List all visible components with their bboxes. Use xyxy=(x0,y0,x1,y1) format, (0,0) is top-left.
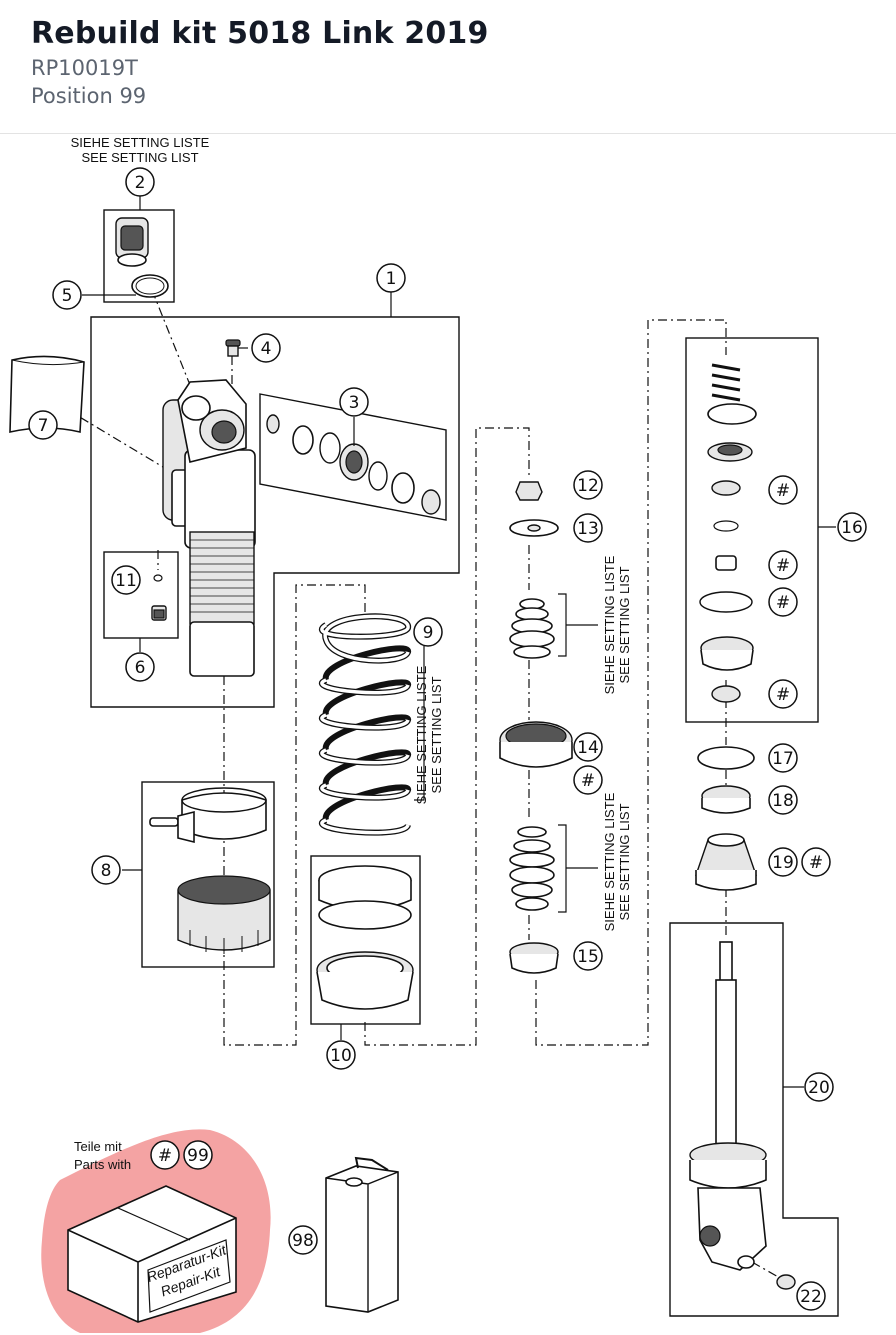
svg-text:6: 6 xyxy=(135,658,146,678)
callout-22[interactable]: 22 xyxy=(796,1281,826,1311)
callout-2[interactable]: 2 xyxy=(125,167,155,197)
callout-13[interactable]: 13 xyxy=(573,513,603,543)
svg-text:#: # xyxy=(158,1146,172,1166)
note-parts-en: Parts with xyxy=(74,1157,131,1172)
note-setting-en-spring: SEE SETTING LIST xyxy=(429,676,444,793)
note-setting-en-top: SEE SETTING LIST xyxy=(81,150,198,165)
svg-text:10: 10 xyxy=(330,1046,352,1066)
part-2-cartridge xyxy=(115,217,169,298)
svg-text:2: 2 xyxy=(135,173,146,193)
svg-text:14: 14 xyxy=(577,738,599,758)
svg-text:1: 1 xyxy=(386,269,397,289)
part-3-seals xyxy=(266,414,441,515)
part-11-6-small-parts xyxy=(151,574,167,621)
callout-7[interactable]: 7 xyxy=(28,410,58,440)
note-setting-de-stack-upper: SIEHE SETTING LISTE xyxy=(602,555,617,694)
part-98-oil-can xyxy=(325,1156,399,1313)
svg-text:9: 9 xyxy=(423,623,434,643)
callout-98[interactable]: 98 xyxy=(288,1225,318,1255)
svg-text:8: 8 xyxy=(101,861,112,881)
callout-hash-19[interactable]: # xyxy=(801,847,831,877)
assembly-frames xyxy=(90,209,839,1317)
assembly-axes xyxy=(47,289,781,1279)
svg-text:#: # xyxy=(776,481,790,501)
part-10-spring-seats xyxy=(316,865,414,1010)
callout-hash-16d[interactable]: # xyxy=(768,679,798,709)
svg-text:#: # xyxy=(776,685,790,705)
svg-text:18: 18 xyxy=(772,791,794,811)
part-number: RP10019T xyxy=(31,56,138,80)
callout-19[interactable]: 19 xyxy=(768,847,798,877)
svg-text:3: 3 xyxy=(349,393,360,413)
svg-text:13: 13 xyxy=(577,519,599,539)
part-7-sleeve xyxy=(9,355,85,434)
svg-text:15: 15 xyxy=(577,947,599,967)
note-parts-de: Teile mit xyxy=(74,1139,122,1154)
svg-text:20: 20 xyxy=(808,1078,830,1098)
note-setting-de-top: SIEHE SETTING LISTE xyxy=(71,135,210,150)
page-header: Rebuild kit 5018 Link 2019 RP10019T Posi… xyxy=(0,0,896,134)
parts-17-19 xyxy=(695,746,757,891)
note-setting-de-stack-lower: SIEHE SETTING LISTE xyxy=(602,792,617,931)
svg-text:22: 22 xyxy=(800,1287,822,1307)
callout-6[interactable]: 6 xyxy=(125,652,155,682)
svg-text:#: # xyxy=(776,593,790,613)
callout-1[interactable]: 1 xyxy=(376,263,406,293)
page-title: Rebuild kit 5018 Link 2019 xyxy=(31,16,489,51)
svg-text:98: 98 xyxy=(292,1231,314,1251)
part-8-preload-ring xyxy=(149,787,271,954)
note-setting-en-stack-upper: SEE SETTING LIST xyxy=(617,566,632,683)
part-4-plug xyxy=(225,339,241,357)
svg-text:4: 4 xyxy=(261,339,272,359)
callout-15[interactable]: 15 xyxy=(573,941,603,971)
svg-text:5: 5 xyxy=(62,286,73,306)
callout-hash-14[interactable]: # xyxy=(573,765,603,795)
callout-20[interactable]: 20 xyxy=(804,1072,834,1102)
part-1-shock-body xyxy=(162,379,256,677)
callout-12[interactable]: 12 xyxy=(573,470,603,500)
callout-3[interactable]: 3 xyxy=(339,387,369,417)
callout-8[interactable]: 8 xyxy=(91,855,121,885)
callout-hash-16b[interactable]: # xyxy=(768,550,798,580)
callout-4[interactable]: 4 xyxy=(251,333,281,363)
part-16-valve-group xyxy=(699,363,757,703)
svg-text:17: 17 xyxy=(772,749,794,769)
svg-text:#: # xyxy=(809,853,823,873)
repair-kit-box: Reparatur-Kit Repair-Kit xyxy=(67,1185,237,1323)
svg-text:12: 12 xyxy=(577,476,599,496)
callout-hash-16c[interactable]: # xyxy=(768,587,798,617)
svg-text:#: # xyxy=(581,771,595,791)
svg-text:19: 19 xyxy=(772,853,794,873)
callout-17[interactable]: 17 xyxy=(768,743,798,773)
callout-11[interactable]: 11 xyxy=(111,565,141,595)
svg-text:#: # xyxy=(776,556,790,576)
callout-hash-16a[interactable]: # xyxy=(768,475,798,505)
svg-text:99: 99 xyxy=(187,1146,209,1166)
callout-14[interactable]: 14 xyxy=(573,732,603,762)
note-setting-en-stack-lower: SEE SETTING LIST xyxy=(617,803,632,920)
callout-hash-kit[interactable]: # xyxy=(150,1140,180,1170)
callout-10[interactable]: 10 xyxy=(326,1040,356,1070)
note-setting-de-spring: SIEHE SETTING LISTE xyxy=(414,665,429,804)
callout-5[interactable]: 5 xyxy=(52,280,82,310)
callout-18[interactable]: 18 xyxy=(768,785,798,815)
center-piston-stack xyxy=(499,481,573,974)
position-label: Position 99 xyxy=(31,84,147,108)
callout-99[interactable]: 99 xyxy=(183,1140,213,1170)
svg-text:7: 7 xyxy=(38,416,49,436)
svg-text:16: 16 xyxy=(841,518,863,538)
part-20-shaft-eye xyxy=(689,941,796,1290)
callout-9[interactable]: 9 xyxy=(413,617,443,647)
svg-text:11: 11 xyxy=(115,571,137,591)
part-9-spring xyxy=(319,613,412,836)
callout-16[interactable]: 16 xyxy=(837,512,867,542)
